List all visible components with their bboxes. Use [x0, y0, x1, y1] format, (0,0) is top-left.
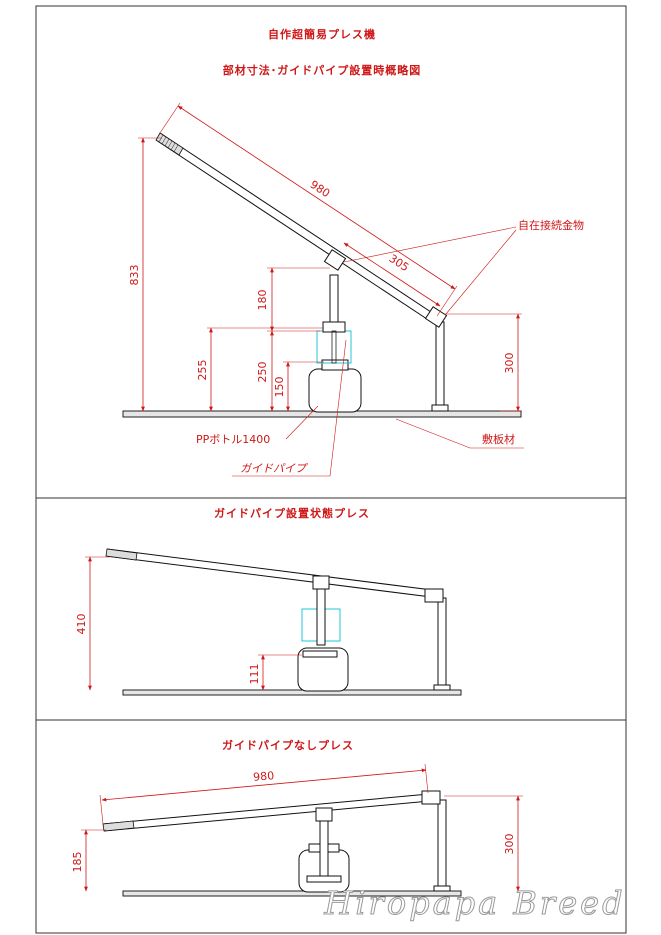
plunger-pin: [331, 330, 337, 364]
dim-255-label: 255: [196, 360, 209, 381]
lever2-top: [106, 548, 441, 592]
dim-980-label: 980: [308, 178, 333, 200]
bottle-neck: [321, 359, 349, 371]
lever2-bottom: [105, 555, 440, 599]
top-joint: [424, 306, 448, 328]
dim-185-label: 185: [71, 852, 84, 873]
mid-joint-3: [315, 807, 333, 822]
bottle-label: PPボトル1400: [196, 433, 270, 446]
plunger-cap: [322, 321, 346, 333]
dim-980b-ext-1: [99, 794, 104, 825]
watermark: Hiropapa Breed: [323, 884, 625, 922]
dim-250-label: 250: [256, 362, 269, 383]
base-plate-3: [122, 890, 462, 897]
guide-pipe-label: ガイドパイプ: [240, 462, 308, 475]
support-post: [435, 321, 445, 410]
lever2-grip: [105, 548, 138, 561]
post-foot-2: [433, 684, 451, 691]
top-joint-2: [424, 588, 444, 603]
panel1-title: 自作超簡易プレス機: [268, 27, 376, 41]
base-plate-2: [122, 689, 462, 696]
dim-305-line: [343, 242, 441, 307]
support-post-3: [437, 799, 447, 890]
dim-111-label: 111: [248, 664, 261, 685]
lever-outline-top: [159, 132, 438, 317]
lever-outline-bottom: [155, 139, 434, 324]
panel2-title: ガイドパイプ設置状態プレス: [214, 506, 370, 520]
pp-bottle-2: [297, 647, 349, 692]
dim-150-label: 150: [273, 377, 286, 398]
base-label: 敷板材: [482, 432, 515, 446]
joint-leader-2: [445, 229, 517, 315]
base-leader: [395, 418, 471, 449]
plunger-shaft-2: [316, 584, 326, 646]
support-post-2: [437, 597, 447, 689]
dim-980b-label: 980: [253, 769, 275, 784]
dim-180-label: 180: [256, 290, 269, 311]
post-foot-3: [433, 885, 451, 892]
lever-grip-hatch: [158, 134, 179, 153]
lever-grip: [155, 132, 184, 156]
dim-305-label: 305: [387, 252, 412, 274]
panel-2: ガイドパイプ設置状態プレス 410 111: [75, 506, 462, 696]
panel3-title: ガイドパイプなしプレス: [222, 738, 354, 752]
dim-300-label: 300: [503, 353, 516, 374]
panel1-subtitle: 部材寸法･ガイドパイプ設置時概略図: [223, 63, 422, 77]
panel-3: ガイドパイプなしプレス 980 185 300 Hiropapa Breed: [71, 738, 625, 923]
panel-1: 自作超簡易プレス機 部材寸法･ガイドパイプ設置時概略図 980: [122, 27, 584, 477]
dim-980b-ext-2: [424, 763, 429, 794]
dim-410-label: 410: [75, 614, 88, 635]
post-foot: [431, 404, 449, 412]
plunger-plate-2: [302, 650, 338, 658]
pp-bottle: [308, 368, 362, 413]
mid-joint-2: [312, 575, 330, 590]
dim-300b-label: 300: [503, 834, 516, 855]
guide-pipe-leader: [329, 339, 347, 477]
drawing-frame: [35, 5, 627, 934]
plunger-shaft-3: [319, 819, 329, 879]
joint-leader-1: [343, 226, 517, 263]
plunger-plate-3: [306, 875, 342, 883]
dim-980b-line: [101, 768, 427, 802]
dim-980-line: [177, 105, 456, 290]
dim-833-label: 833: [128, 265, 141, 286]
lever3-top: [102, 792, 441, 825]
dim-980-ext-1: [159, 102, 181, 134]
guide-pipe: [316, 330, 352, 364]
lever3-bottom: [103, 799, 442, 832]
lever3-grip: [102, 820, 135, 832]
dim-980-ext-2: [436, 285, 458, 317]
top-joint-3: [421, 790, 441, 805]
bottle-leader: [285, 405, 319, 440]
joint-label: 自在接続金物: [518, 218, 584, 232]
